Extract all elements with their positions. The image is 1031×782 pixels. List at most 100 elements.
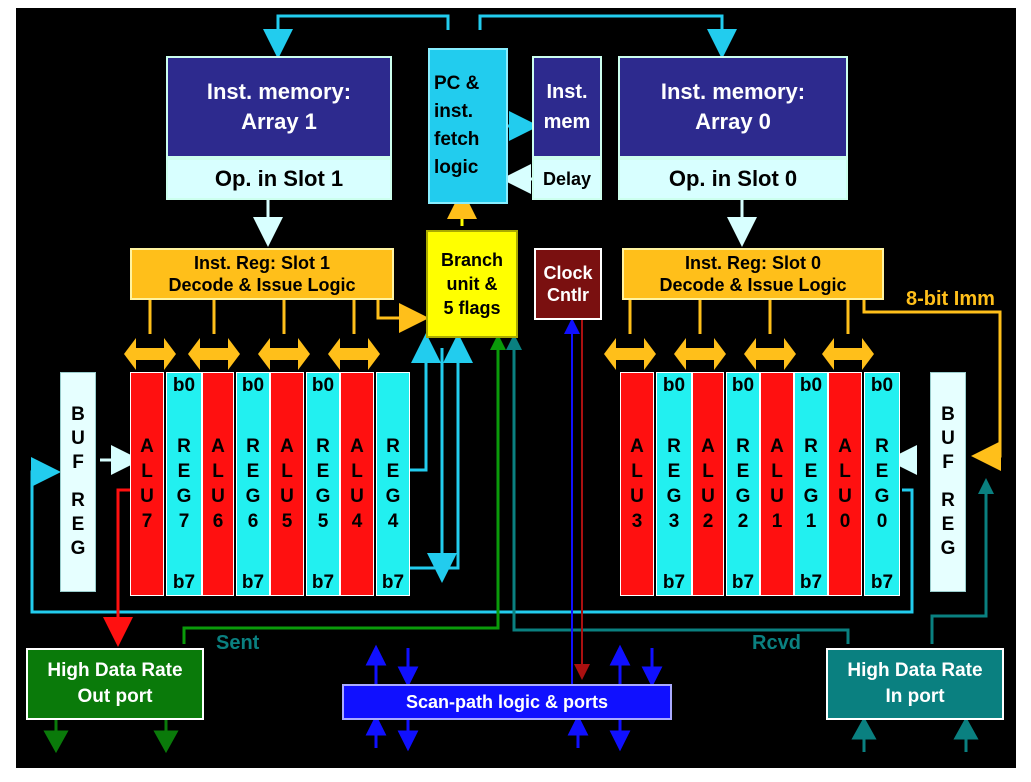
reg-4-r: R	[386, 436, 400, 457]
inst-memory-1-line1: Inst. memory:	[206, 79, 352, 104]
inst-reg-1-line2: Decode & Issue Logic	[168, 275, 356, 295]
reg4b7-to-branch-line	[408, 333, 473, 570]
out-port-line1: High Data Rate	[47, 660, 183, 681]
alu-6-num: 6	[212, 511, 224, 532]
inport-to-bufreg-line	[930, 488, 988, 644]
reg-6-b7: b7	[241, 572, 265, 593]
reg-6-num: 6	[247, 511, 259, 532]
op-slot-1: Op. in Slot 1	[166, 158, 392, 200]
pc-fetch-line4: logic	[434, 157, 479, 178]
buf-reg-left-u: U	[71, 428, 85, 449]
alu-6-u: U	[211, 486, 225, 507]
alu-5-num: 5	[281, 511, 293, 532]
branch-line1: Branch	[440, 250, 503, 270]
reg-5-e: E	[316, 461, 330, 482]
reg-5-r: R	[316, 436, 330, 457]
alu-6-l: L	[212, 461, 224, 482]
inst-memory-0-line1: Inst. memory:	[660, 79, 806, 104]
inst-reg-slot-1: Inst. Reg: Slot 1 Decode & Issue Logic	[130, 248, 394, 300]
reg-3-e: E	[667, 461, 681, 482]
alu-1-a: A	[770, 436, 784, 457]
in-port-line2: In port	[885, 686, 945, 707]
alu-7-a: A	[140, 436, 154, 457]
high-data-rate-out-port: High Data Rate Out port	[26, 648, 204, 720]
reg-2-e: E	[736, 461, 750, 482]
reg-0-r: R	[875, 436, 889, 457]
branch-line3: 5 flags	[443, 298, 501, 318]
reg0-loop-line	[30, 457, 914, 614]
reg-6-g: G	[245, 486, 261, 507]
alu-2-l: L	[702, 461, 714, 482]
pc-fetch-line3: fetch	[434, 129, 480, 150]
reg-0-b7: b7	[870, 572, 894, 593]
reg-7-b0: b0	[172, 375, 196, 396]
reg-7-e: E	[177, 461, 191, 482]
reg-0-b0: b0	[870, 375, 894, 396]
reg-3-r: R	[667, 436, 681, 457]
diagram-canvas: { "inst_mem_1": {"line1": "Inst. memory:…	[16, 8, 1016, 768]
reg4-to-branch-line	[408, 333, 441, 472]
alu-7-l: L	[141, 461, 153, 482]
reg-3-b0: b0	[662, 375, 686, 396]
inst-reg-slot-0: Inst. Reg: Slot 0 Decode & Issue Logic	[622, 248, 884, 300]
reg-2-r: R	[736, 436, 750, 457]
delay-box: Delay	[532, 158, 602, 200]
clock-line1: Clock	[543, 263, 593, 283]
reg-5-b0: b0	[311, 375, 335, 396]
alu-1-num: 1	[771, 511, 783, 532]
buf-reg-right: B U F R E G	[930, 372, 966, 592]
alu-2-u: U	[701, 486, 715, 507]
inst-mem-small-line1: Inst.	[546, 81, 588, 103]
buf-reg-left-b: B	[71, 404, 85, 425]
alu-1-u: U	[770, 486, 784, 507]
buf-reg-right-u: U	[941, 428, 955, 449]
pc-fetch-line2: inst.	[434, 101, 474, 122]
reg-2-b7: b7	[731, 572, 755, 593]
inst-reg-0-line1: Inst. Reg: Slot 0	[684, 253, 821, 273]
alu-4-num: 4	[351, 511, 363, 532]
reg-3-num: 3	[668, 511, 680, 532]
inst-reg-1-line1: Inst. Reg: Slot 1	[193, 253, 330, 273]
pc-fetch-logic: PC & inst. fetch logic	[428, 48, 508, 204]
out-port-line2: Out port	[77, 686, 153, 707]
alu-4-a: A	[350, 436, 364, 457]
reg-3-b7: b7	[662, 572, 686, 593]
rcvd-line	[512, 342, 850, 644]
delay-label: Delay	[542, 168, 592, 189]
branch-line2: unit &	[446, 274, 498, 294]
buf-reg-left-g: G	[70, 538, 86, 559]
pc-fetch-line1: PC &	[434, 73, 480, 94]
reg-6-b0: b0	[241, 375, 265, 396]
reg-4-g: G	[385, 486, 401, 507]
alu-0-num: 0	[839, 511, 851, 532]
alu-6-a: A	[211, 436, 225, 457]
reg-0-g: G	[874, 486, 890, 507]
pc-to-mem1-line	[263, 14, 450, 59]
alu-2-num: 2	[702, 511, 714, 532]
buf-reg-right-e: E	[941, 514, 955, 535]
connection-lines	[30, 14, 1002, 754]
reg-7-g: G	[176, 486, 192, 507]
reg-1-b7: b7	[799, 572, 823, 593]
clock-controller: Clock Cntlr	[534, 248, 602, 320]
reg-7-num: 7	[178, 511, 190, 532]
reg-7-r: R	[177, 436, 191, 457]
reg-3-g: G	[666, 486, 682, 507]
inst-memory-array-0: Inst. memory: Array 0	[618, 56, 848, 158]
inst-memory-array-1: Inst. memory: Array 1	[166, 56, 392, 158]
reg-4-num: 4	[387, 511, 399, 532]
alu-7-num: 7	[141, 511, 153, 532]
buf-reg-right-r: R	[941, 490, 955, 511]
